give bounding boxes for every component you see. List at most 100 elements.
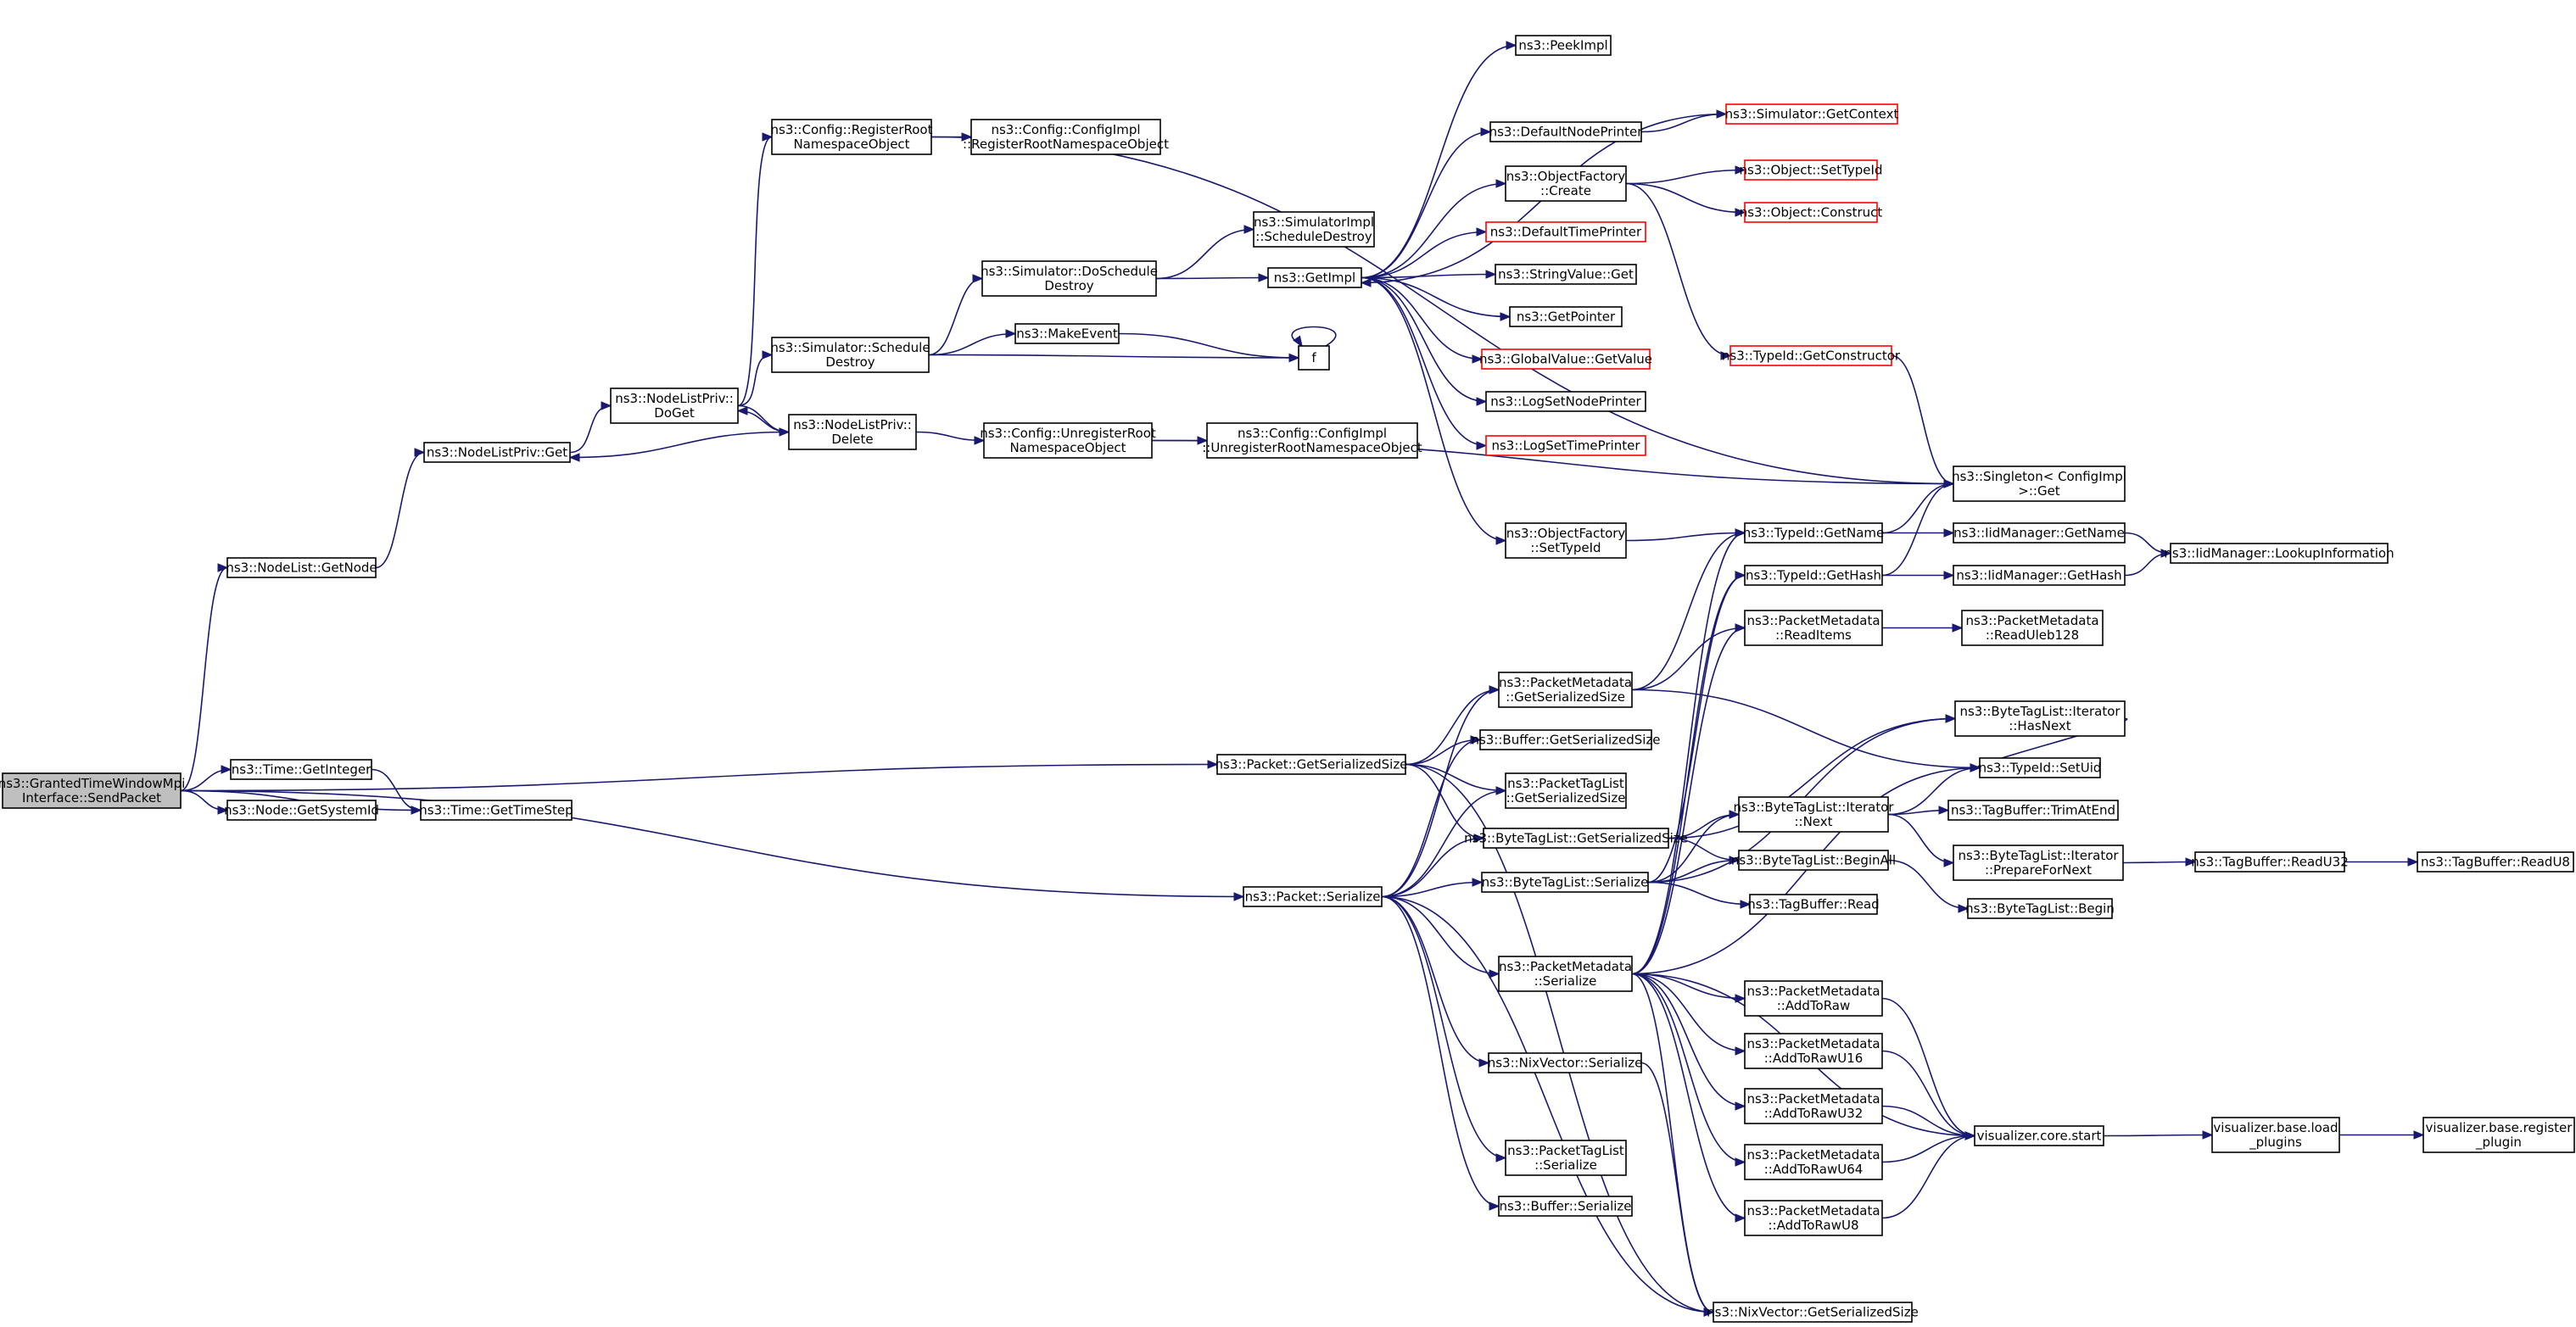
node-ns3-object-settypeid[interactable]: ns3::Object::SetTypeId: [1740, 159, 1883, 181]
node-label: ns3::Buffer::Serialize: [1499, 1199, 1631, 1214]
node-ns3-peekimpl[interactable]: ns3::PeekImpl: [1515, 35, 1612, 56]
node-ns3-typeid-getname[interactable]: ns3::TypeId::GetName: [1743, 522, 1884, 544]
node-visualizer-base-load-plugins[interactable]: visualizer.base.load_plugins: [2211, 1117, 2340, 1153]
node-ns3-packet-getserializedsize[interactable]: ns3::Packet::GetSerializedSize: [1215, 754, 1408, 775]
node-ns3-tagbuffer-trimatend[interactable]: ns3::TagBuffer::TrimAtEnd: [1947, 800, 2119, 821]
node-visualizer-core-start[interactable]: visualizer.core.start: [1974, 1125, 2104, 1146]
arrowhead: [1938, 806, 1950, 815]
node-ns3-packetmetadata-addtorawu64[interactable]: ns3::PacketMetadata::AddToRawU64: [1744, 1144, 1883, 1180]
arrowhead: [1506, 41, 1517, 50]
node-ns3-packetmetadata-getserializedsize[interactable]: ns3::PacketMetadata::GetSerializedSize: [1498, 672, 1633, 708]
edge-n40-n35: [1631, 528, 1746, 691]
node-ns3-node-getsystemid[interactable]: ns3::Node::GetSystemId: [224, 800, 379, 821]
edge-path: [1361, 273, 1496, 279]
node-ns3-config-configimpl-unregisterrootnamespaceobject[interactable]: ns3::Config::ConfigImpl::UnregisterRootN…: [1202, 422, 1422, 459]
node-label: ns3::SimulatorImpl: [1254, 215, 1374, 230]
node-ns3-bytetaglist-getserializedsize[interactable]: ns3::ByteTagList::GetSerializedSize: [1464, 828, 1688, 849]
edge-n6-n43: [1381, 834, 1485, 898]
node-ns3-packettaglist-getserializedsize[interactable]: ns3::PacketTagList::GetSerializedSize: [1505, 772, 1627, 809]
node-ns3-config-unregisterroot-namespaceobject[interactable]: ns3::Config::UnregisterRootNamespaceObje…: [980, 422, 1156, 459]
node-ns3-defaulttimeprinter[interactable]: ns3::DefaultTimePrinter: [1485, 221, 1646, 243]
node-label: ns3::Time::GetInteger: [232, 762, 372, 778]
node-ns3-tagbuffer-readu32[interactable]: ns3::TagBuffer::ReadU32: [2191, 851, 2349, 873]
node-ns3-singleton-configimpl-get[interactable]: ns3::Singleton< ConfigImpl>::Get: [1952, 466, 2126, 502]
node-label: ::ReadUleb128: [1986, 627, 2079, 643]
node-visualizer-base-register-plugin[interactable]: visualizer.base.register_plugin: [2422, 1117, 2575, 1153]
node-ns3-tagbuffer-read[interactable]: ns3::TagBuffer::Read: [1747, 894, 1880, 915]
node-ns3-getpointer[interactable]: ns3::GetPointer: [1509, 306, 1623, 327]
node-ns3-tagbuffer-readu8[interactable]: ns3::TagBuffer::ReadU8: [2417, 851, 2574, 873]
node-ns3-simulator-getcontext[interactable]: ns3::Simulator::GetContext: [1725, 103, 1899, 125]
node-ns3-packettaglist-serialize[interactable]: ns3::PacketTagList::Serialize: [1505, 1140, 1627, 1176]
node-ns3-config-registerroot-namespaceobject[interactable]: ns3::Config::RegisterRootNamespaceObject: [771, 119, 933, 155]
node-ns3-packetmetadata-addtorawu32[interactable]: ns3::PacketMetadata::AddToRawU32: [1744, 1088, 1883, 1124]
node-ns3-objectfactory-create[interactable]: ns3::ObjectFactory::Create: [1505, 165, 1627, 202]
edge-n45-n36: [1631, 571, 1746, 975]
arrowhead: [1473, 834, 1485, 843]
node-ns3-logsettimeprinter[interactable]: ns3::LogSetTimePrinter: [1485, 435, 1646, 456]
node-ns3-packetmetadata-serialize[interactable]: ns3::PacketMetadata::Serialize: [1498, 956, 1633, 992]
node-ns3-nodelistpriv-get[interactable]: ns3::NodeListPriv::Get: [423, 442, 571, 463]
edge-path: [180, 789, 1244, 898]
node-ns3-iidmanager-lookupinformation[interactable]: ns3::IidManager::LookupInformation: [2164, 543, 2394, 564]
node-ns3-iidmanager-getname[interactable]: ns3::IidManager::GetName: [1953, 522, 2126, 544]
node-ns3-buffer-getserializedsize[interactable]: ns3::Buffer::GetSerializedSize: [1471, 729, 1661, 750]
node-ns3-simulator-schedule-destroy[interactable]: ns3::Simulator::ScheduleDestroy: [770, 337, 930, 373]
edge-n44-n58: [1647, 856, 1741, 884]
node-ns3-defaultnodeprinter[interactable]: ns3::DefaultNodePrinter: [1489, 121, 1644, 142]
node-box: [1485, 391, 1646, 412]
node-ns3-nixvector-getserializedsize[interactable]: ns3::NixVector::GetSerializedSize: [1707, 1302, 1919, 1323]
node-ns3-packetmetadata-readuleb128[interactable]: ns3::PacketMetadata::ReadUleb128: [1961, 610, 2104, 646]
node-ns3-bytetaglist-beginall[interactable]: ns3::ByteTagList::BeginAll: [1731, 850, 1896, 871]
node-ns3-getimpl[interactable]: ns3::GetImpl: [1267, 267, 1362, 288]
node-label: ns3::PeekImpl: [1518, 38, 1607, 53]
arrowhead: [1943, 858, 1955, 867]
node-ns3-typeid-getconstructor[interactable]: ns3::TypeId::GetConstructor: [1722, 345, 1901, 366]
node-ns3-packetmetadata-addtorawu8[interactable]: ns3::PacketMetadata::AddToRawU8: [1744, 1200, 1883, 1236]
arrowhead: [1958, 904, 1970, 913]
node-label: ::ReadItems: [1775, 627, 1852, 643]
node-box: [1738, 850, 1889, 871]
node-ns3-packetmetadata-readitems[interactable]: ns3::PacketMetadata::ReadItems: [1744, 610, 1883, 646]
node-ns3-bytetaglist-iterator-preparefornext[interactable]: ns3::ByteTagList::Iterator::PrepareForNe…: [1953, 845, 2124, 881]
node-ns3-packet-serialize[interactable]: ns3::Packet::Serialize: [1243, 886, 1383, 907]
edge-path: [928, 354, 1299, 359]
node-ns3-config-configimpl-registerrootnamespaceobject[interactable]: ns3::Config::ConfigImpl::RegisterRootNam…: [963, 119, 1169, 155]
node-ns3-packetmetadata-addtorawu16[interactable]: ns3::PacketMetadata::AddToRawU16: [1744, 1033, 1883, 1069]
node-ns3-grantedtimewindowmpi-interface-sendpacket[interactable]: ns3::GrantedTimeWindowMpiInterface::Send…: [0, 772, 185, 809]
node-ns3-nodelist-getnode[interactable]: ns3::NodeList::GetNode: [226, 557, 377, 578]
node-f[interactable]: f: [1298, 345, 1330, 371]
node-label: ::Serialize: [1534, 1157, 1597, 1173]
node-ns3-buffer-serialize[interactable]: ns3::Buffer::Serialize: [1498, 1196, 1633, 1217]
arrowhead: [1943, 571, 1955, 580]
node-ns3-makeevent[interactable]: ns3::MakeEvent: [1014, 323, 1120, 344]
node-ns3-bytetaglist-begin[interactable]: ns3::ByteTagList::Begin: [1965, 898, 2115, 919]
node-ns3-iidmanager-gethash[interactable]: ns3::IidManager::GetHash: [1953, 565, 2126, 586]
node-ns3-globalvalue-getvalue[interactable]: ns3::GlobalValue::GetValue: [1479, 348, 1652, 370]
node-ns3-simulatorimpl-scheduledestroy[interactable]: ns3::SimulatorImpl::ScheduleDestroy: [1253, 211, 1375, 248]
node-ns3-packetmetadata-addtoraw[interactable]: ns3::PacketMetadata::AddToRaw: [1744, 980, 1883, 1017]
edge-path: [1381, 895, 1500, 975]
node-box: [1953, 845, 2124, 881]
node-ns3-time-gettimestep[interactable]: ns3::Time::GetTimeStep: [419, 800, 573, 821]
node-label: _plugins: [2249, 1135, 2302, 1151]
arrowhead: [1495, 1153, 1507, 1163]
node-ns3-nixvector-serialize[interactable]: ns3::NixVector::Serialize: [1488, 1052, 1643, 1073]
node-ns3-nodelistpriv-delete[interactable]: ns3::NodeListPriv::Delete: [788, 414, 917, 450]
node-ns3-typeid-gethash[interactable]: ns3::TypeId::GetHash: [1744, 565, 1883, 586]
node-box: [1979, 757, 2101, 778]
node-ns3-stringvalue-get[interactable]: ns3::StringValue::Get: [1495, 264, 1637, 285]
node-label: Destroy: [1044, 278, 1093, 293]
node-ns3-nodelistpriv-doget[interactable]: ns3::NodeListPriv::DoGet: [610, 388, 739, 424]
node-ns3-objectfactory-settypeid[interactable]: ns3::ObjectFactory::SetTypeId: [1505, 522, 1627, 559]
node-ns3-bytetaglist-iterator-hasnext[interactable]: ns3::ByteTagList::Iterator::HasNext: [1954, 700, 2126, 737]
node-ns3-typeid-setuid[interactable]: ns3::TypeId::SetUid: [1979, 757, 2102, 778]
node-ns3-bytetaglist-iterator-next[interactable]: ns3::ByteTagList::Iterator::Next: [1733, 796, 1894, 833]
edge-path: [915, 431, 985, 442]
node-ns3-time-getinteger[interactable]: ns3::Time::GetInteger: [230, 759, 372, 780]
node-ns3-bytetaglist-serialize[interactable]: ns3::ByteTagList::Serialize: [1481, 872, 1649, 893]
edge-path: [1118, 332, 1299, 359]
node-ns3-logsetnodeprinter[interactable]: ns3::LogSetNodePrinter: [1485, 391, 1646, 412]
node-ns3-object-construct[interactable]: ns3::Object::Construct: [1740, 202, 1883, 223]
